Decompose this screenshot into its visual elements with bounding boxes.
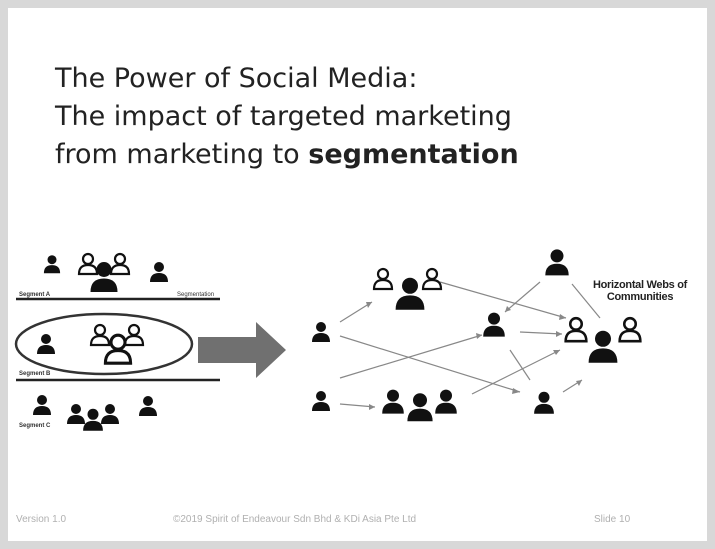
horizontal-webs-label-line-2: Communities xyxy=(606,291,674,303)
slide-title: The Power of Social Media: The impact of… xyxy=(55,60,519,174)
title-line-3-prefix: from marketing to xyxy=(55,139,309,170)
horizontal-webs-label: Horizontal Webs of Communities xyxy=(590,279,690,303)
right-arrow-icon xyxy=(198,322,286,378)
footer-copyright: ©2019 Spirit of Endeavour Sdn Bhd & KDi … xyxy=(173,514,417,525)
segment-b-group xyxy=(37,323,145,365)
community-links xyxy=(339,281,601,408)
title-line-3-bold: segmentation xyxy=(308,139,519,170)
segment-b-label: Segment B xyxy=(19,371,51,377)
segment-a-label: Segment A xyxy=(19,292,51,298)
community-people xyxy=(312,249,642,422)
segment-b-ellipse xyxy=(14,312,194,376)
segment-c-label: Segment C xyxy=(19,423,51,429)
footer-slide-number: Slide 10 xyxy=(594,514,631,525)
footer-version: Version 1.0 xyxy=(16,514,67,525)
segment-a-group xyxy=(43,252,168,292)
title-line-1: The Power of Social Media: xyxy=(55,63,418,94)
title-line-3: from marketing to segmentation xyxy=(55,136,519,174)
title-line-2: The impact of targeted marketing xyxy=(55,101,512,132)
segment-c-group xyxy=(33,395,157,431)
segmentation-label: Segmentation xyxy=(177,292,215,298)
horizontal-webs-label-line-1: Horizontal Webs of xyxy=(592,279,687,291)
link-arrowheads xyxy=(366,302,582,410)
